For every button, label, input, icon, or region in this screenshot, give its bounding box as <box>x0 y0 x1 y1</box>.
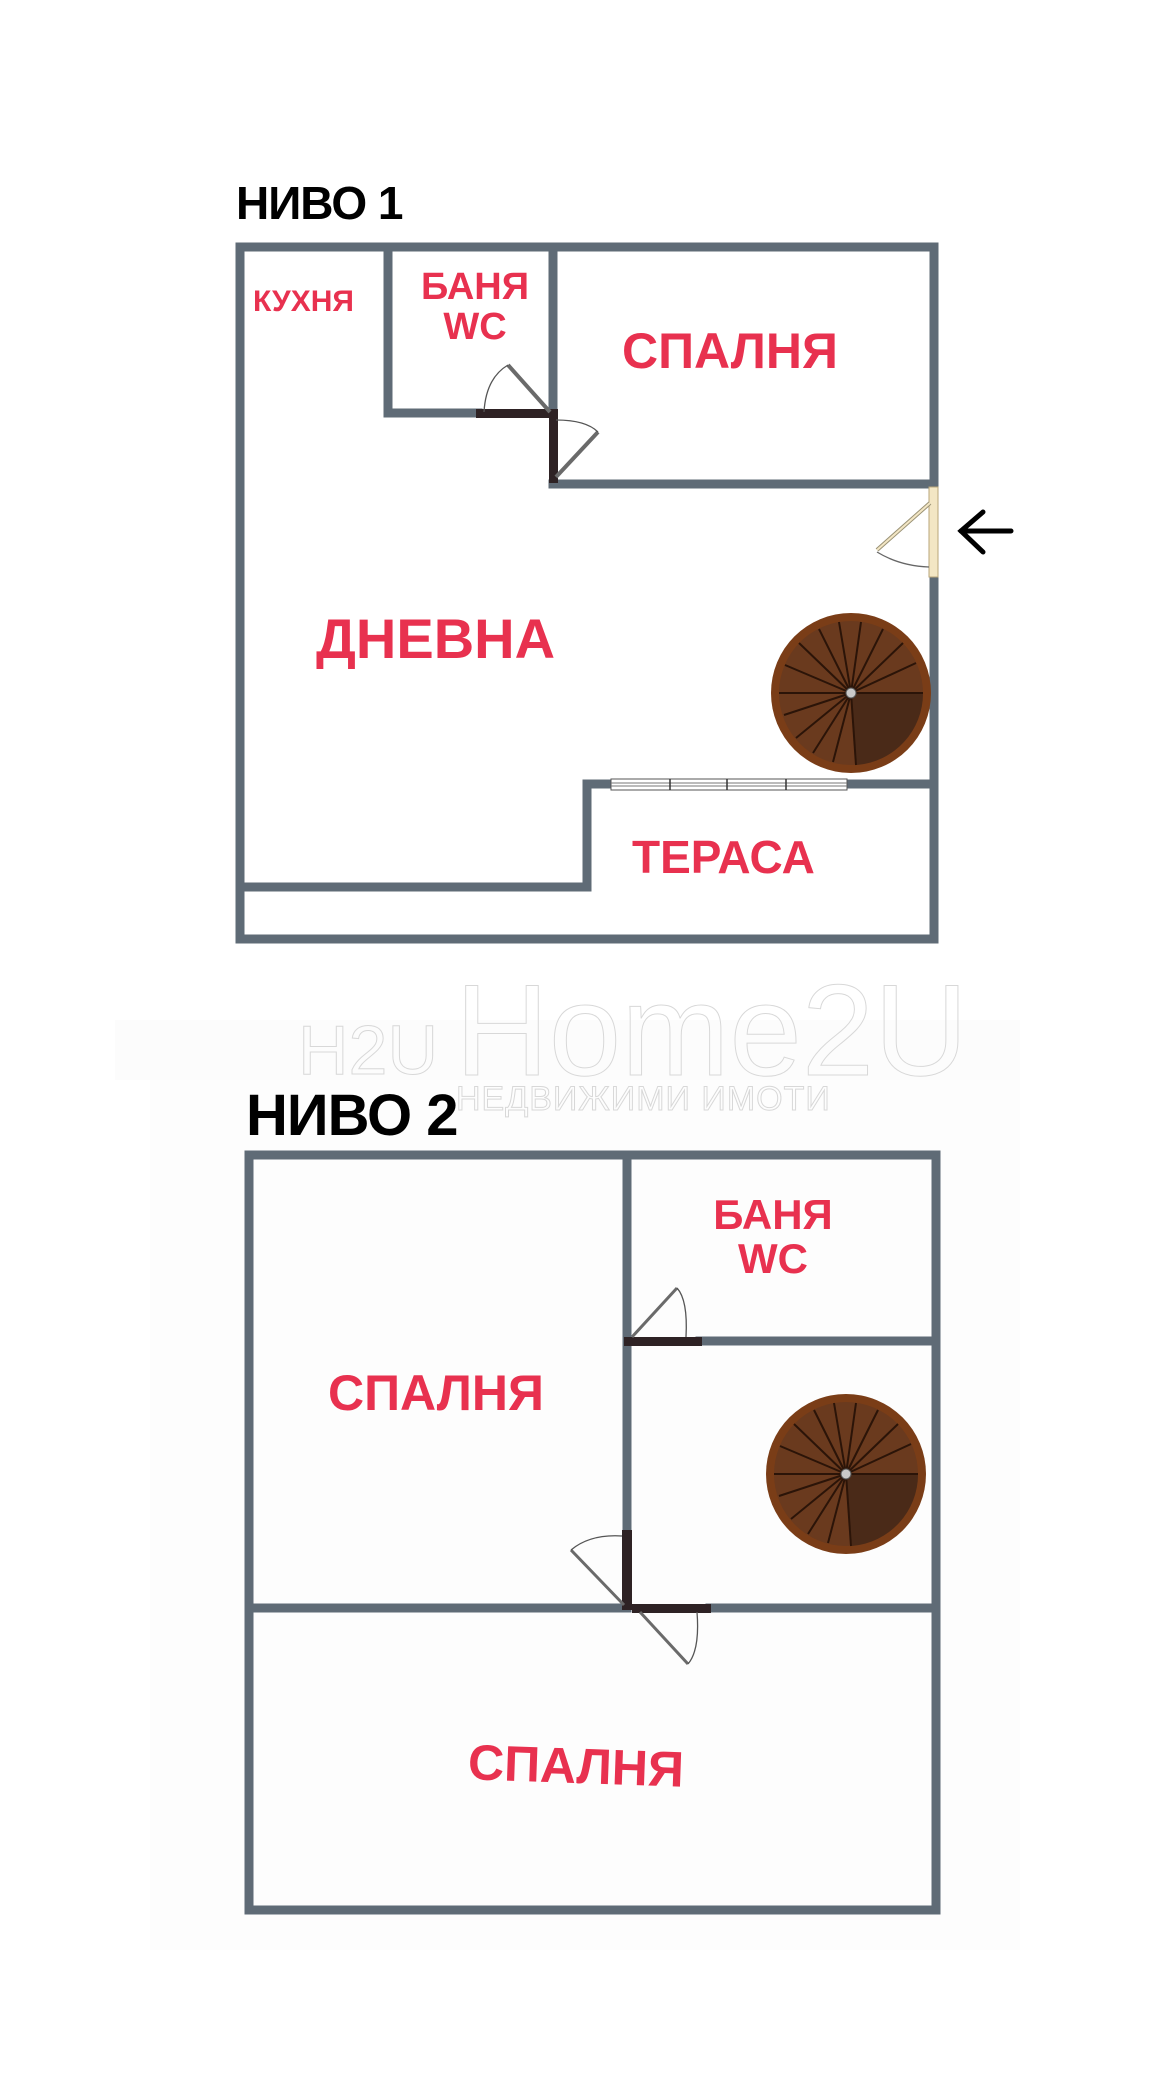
room-label-bath-level-2: БАНЯ WC <box>693 1191 853 1283</box>
watermark-tagline: НЕДВИЖИМИ ИМОТИ <box>456 1080 831 1119</box>
bath-label-line2: WC <box>443 305 507 348</box>
room-label-bedroom-left-level-2: СПАЛНЯ <box>328 1365 544 1421</box>
room-label-kitchen: КУХНЯ <box>253 285 354 318</box>
bath-label-line2: WC <box>738 1235 808 1283</box>
watermark-brand: Home2U <box>455 957 969 1104</box>
room-label-bedroom-bottom-level-2: СПАЛНЯ <box>467 1734 685 1798</box>
level-2-plan <box>244 1150 941 1915</box>
room-label-terrace: ТЕРАСА <box>632 831 815 883</box>
background-band <box>115 1020 1020 1080</box>
room-label-living-room: ДНЕВНА <box>316 607 556 670</box>
level-2-title: НИВО 2 <box>246 1083 458 1148</box>
room-label-bedroom-level-1: СПАЛНЯ <box>622 323 838 379</box>
spiral-staircase-level-2 <box>765 1393 927 1555</box>
level-1-title: НИВО 1 <box>236 177 403 229</box>
watermark-logo: H2U <box>297 1011 439 1090</box>
bath-label-line1: БАНЯ <box>713 1191 833 1238</box>
bath-label-line1: БАНЯ <box>420 266 530 308</box>
level-1-plan <box>235 242 939 944</box>
room-label-bath-level-1: БАНЯ WC <box>400 266 550 348</box>
terrace-window <box>610 778 848 791</box>
spiral-staircase-level-1 <box>770 612 932 774</box>
entrance-arrow-icon <box>957 509 1014 555</box>
